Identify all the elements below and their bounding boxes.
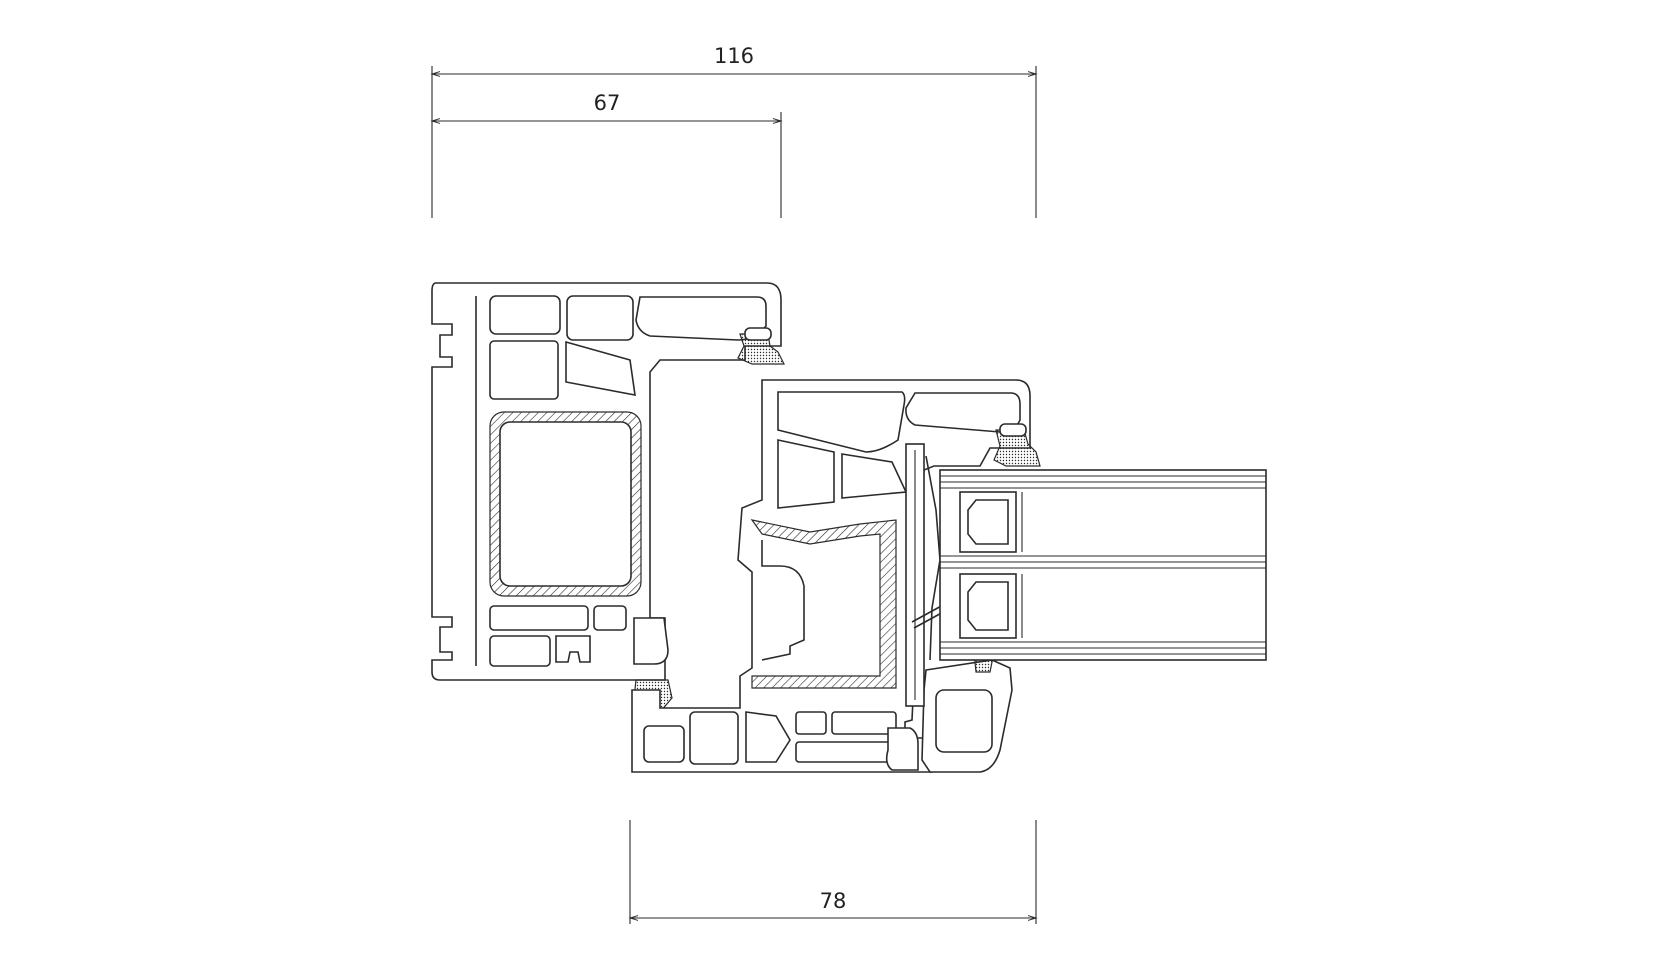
sash-chamber [643, 725, 685, 763]
frame-chamber [565, 340, 636, 396]
frame-chamber [489, 340, 559, 400]
sash-chamber [831, 711, 897, 735]
frame-chamber [489, 605, 589, 631]
dimension-label-78: 78 [820, 889, 847, 913]
sash-chamber [745, 711, 791, 763]
outer-frame-profile [431, 282, 785, 713]
frame-chamber [566, 295, 634, 341]
gasket-bulb [999, 423, 1027, 437]
glass-spacer-upper [959, 491, 1017, 553]
dimension-116: 116 [430, 44, 1038, 218]
spacer-inner [967, 499, 1009, 545]
dimension-label-67: 67 [594, 91, 621, 115]
steel-reinforcement-sash [750, 519, 897, 689]
sash-chamber [795, 711, 827, 735]
sash-chamber [795, 741, 897, 763]
dimension-67: 67 [430, 91, 783, 218]
sash-chamber [777, 439, 835, 509]
glass-unit-outline [939, 469, 1267, 661]
spacer-inner [967, 581, 1009, 631]
glazing-wedge-line [925, 455, 941, 661]
sash-inner-groove [761, 540, 805, 661]
frame-chamber [555, 635, 591, 663]
frame-chamber [489, 635, 551, 667]
dimension-78: 78 [628, 820, 1038, 924]
dimension-label-116: 116 [714, 44, 754, 68]
frame-hook [633, 617, 669, 665]
reinforcement-inner [499, 421, 632, 587]
glazing-bead-chamber [935, 689, 993, 753]
gasket-bulb [744, 327, 772, 341]
sash-chamber [777, 391, 906, 453]
insulated-glass-unit [939, 469, 1267, 661]
frame-chamber [489, 295, 561, 335]
frame-chamber [593, 605, 627, 631]
sash-chamber [689, 711, 739, 765]
sash-hook [885, 727, 919, 771]
sash-profile [631, 379, 1041, 773]
glass-spacer-lower [959, 573, 1017, 639]
